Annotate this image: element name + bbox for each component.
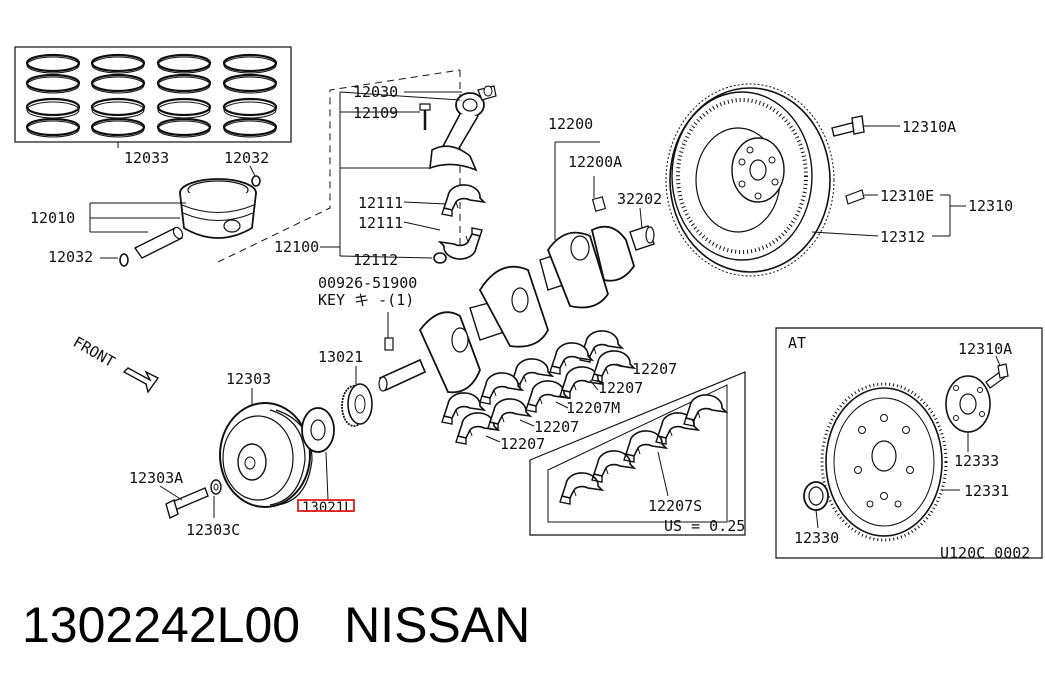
label-12010: 12010 — [30, 209, 75, 227]
label-12330: 12330 — [794, 529, 839, 547]
part-number: 1302242L00 — [22, 597, 301, 653]
label-12331: 12331 — [964, 482, 1009, 500]
label-12112: 12112 — [353, 251, 398, 269]
label-diagram-code: U120C 0002 — [940, 544, 1030, 562]
brand-name: NISSAN — [344, 597, 531, 653]
label-12303: 12303 — [226, 370, 271, 388]
highlight-box-13021l — [297, 499, 355, 512]
label-12303a: 12303A — [129, 469, 183, 487]
label-12310a-at: 12310A — [958, 340, 1012, 358]
piston-rings-group — [14, 46, 292, 148]
part-caption: 1302242L00 NISSAN — [22, 596, 530, 654]
label-12111-a: 12111 — [358, 194, 403, 212]
label-12207-b: 12207 — [598, 379, 643, 397]
label-32202: 32202 — [617, 190, 662, 208]
label-12310a: 12310A — [902, 118, 956, 136]
front-arrow-icon — [122, 367, 160, 394]
label-12207s: 12207S — [648, 497, 702, 515]
label-12100: 12100 — [274, 238, 319, 256]
label-12312: 12312 — [880, 228, 925, 246]
label-12333: 12333 — [954, 452, 999, 470]
flywheel-group — [665, 83, 966, 277]
label-12207-d: 12207 — [500, 435, 545, 453]
connecting-rod-group — [320, 85, 497, 264]
label-12207m: 12207M — [566, 399, 620, 417]
label-12200a: 12200A — [568, 153, 622, 171]
label-13021l: 13021L — [302, 500, 353, 516]
piston-group — [89, 165, 261, 267]
crank-pulley-group — [159, 366, 373, 520]
bearing-set-box — [529, 371, 746, 536]
label-key: KEY キ -(1) — [318, 291, 414, 309]
label-us-025: US = 0.25 — [664, 517, 745, 535]
exploded-view-drawing: 12033 12032 12010 12032 12030 12109 1211… — [14, 46, 1043, 562]
at-drive-plate-box — [775, 327, 1043, 559]
label-13021: 13021 — [318, 348, 363, 366]
label-12200: 12200 — [548, 115, 593, 133]
label-12032-bottom: 12032 — [48, 248, 93, 266]
label-00926: 00926-51900 — [318, 274, 417, 292]
label-12310: 12310 — [968, 197, 1013, 215]
label-at: AT — [788, 334, 806, 352]
label-12207-c: 12207 — [534, 418, 579, 436]
label-12032-top: 12032 — [224, 149, 269, 167]
label-12207-a: 12207 — [632, 360, 677, 378]
label-12033: 12033 — [124, 149, 169, 167]
label-12109: 12109 — [353, 104, 398, 122]
label-12303c: 12303C — [186, 521, 240, 539]
main-bearings-group — [441, 330, 635, 445]
label-12111-b: 12111 — [358, 214, 403, 232]
label-front: FRONT — [70, 333, 118, 371]
label-12310e: 12310E — [880, 187, 934, 205]
crankshaft-group — [378, 141, 655, 394]
label-12030: 12030 — [353, 83, 398, 101]
